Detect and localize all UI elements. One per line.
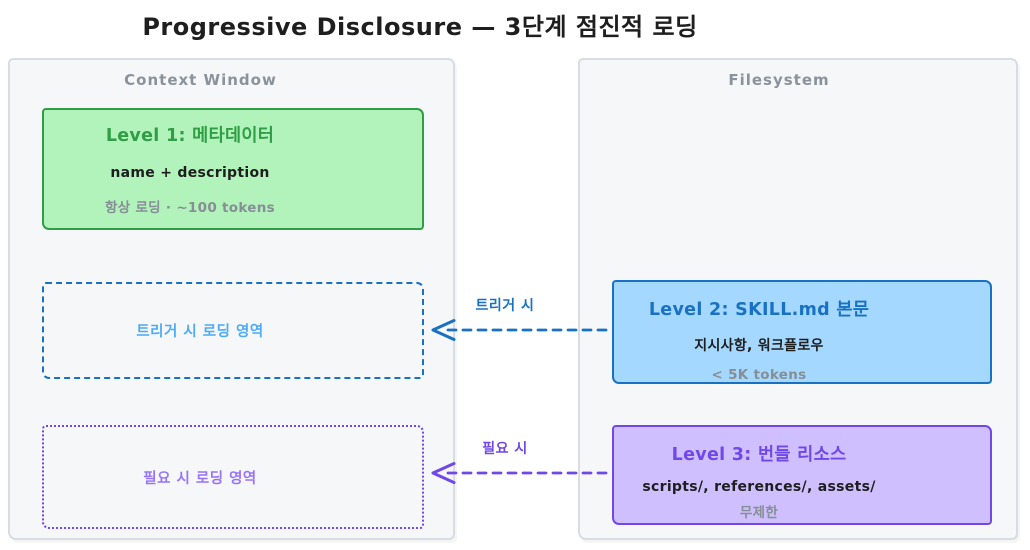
level3-box: Level 3: 번들 리소스 scripts/, references/, a… bbox=[612, 425, 992, 525]
level2-box: Level 2: SKILL.md 본문 지시사항, 워크플로우 < 5K to… bbox=[612, 280, 992, 384]
ondemand-load-area: 필요 시 로딩 영역 bbox=[42, 425, 424, 529]
level3-subtitle: scripts/, references/, assets/ bbox=[642, 479, 876, 495]
level2-meta: < 5K tokens bbox=[711, 367, 807, 383]
trigger-load-area-label: 트리거 시 로딩 영역 bbox=[136, 324, 264, 340]
level3-title: Level 3: 번들 리소스 bbox=[671, 445, 847, 465]
level1-subtitle: name + description bbox=[110, 165, 270, 181]
filesystem-panel: Filesystem Level 2: SKILL.md 본문 지시사항, 워크… bbox=[578, 58, 1018, 540]
level2-subtitle: 지시사항, 워크플로우 bbox=[694, 338, 824, 354]
level1-box: Level 1: 메타데이터 name + description 항상 로딩 … bbox=[42, 108, 424, 230]
ondemand-load-area-label: 필요 시 로딩 영역 bbox=[143, 470, 257, 487]
level2-title: Level 2: SKILL.md 본문 bbox=[648, 300, 870, 320]
level1-meta: 항상 로딩 · ~100 tokens bbox=[105, 200, 275, 216]
diagram-title: Progressive Disclosure — 3단계 점진적 로딩 bbox=[142, 13, 698, 41]
trigger-load-area: 트리거 시 로딩 영역 bbox=[42, 282, 424, 379]
context-window-panel: Context Window Level 1: 메타데이터 name + des… bbox=[8, 58, 455, 540]
level1-title: Level 1: 메타데이터 bbox=[105, 126, 275, 146]
trigger-arrow-label: 트리거 시 bbox=[475, 298, 535, 314]
filesystem-label: Filesystem bbox=[728, 71, 830, 89]
ondemand-arrow-label: 필요 시 bbox=[482, 441, 528, 457]
context-window-label: Context Window bbox=[124, 71, 277, 89]
level3-meta: 무제한 bbox=[739, 505, 779, 521]
